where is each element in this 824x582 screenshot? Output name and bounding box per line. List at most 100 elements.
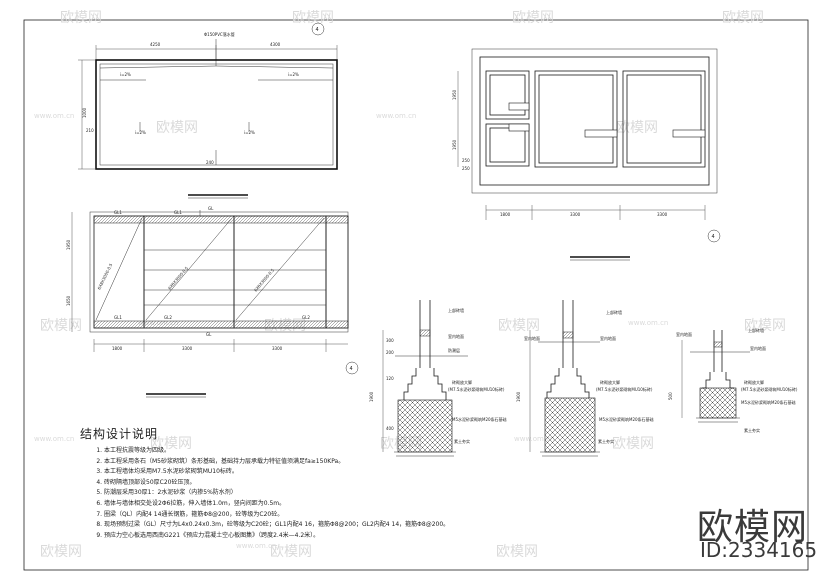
watermark-logo: 欧模网: [722, 10, 764, 26]
elev-beam: GL1: [114, 315, 122, 320]
sec1-upper-wall: 上部砖墙: [448, 307, 464, 313]
sec2-floor-mark: 室内地面: [524, 335, 540, 341]
sec3-base: M5水泥砂浆砌筑M20条石基础: [741, 399, 796, 405]
sec2-base: M5水泥砂浆砌筑M20条石基础: [599, 416, 654, 422]
sec2-footing: 砖砌放大脚: [600, 379, 620, 385]
section-mark: 4: [712, 234, 715, 240]
roof-dim-bottom: 240: [206, 160, 214, 165]
sec3-soil: 素土夯实: [744, 427, 760, 433]
roof-dim-height: 1000: [82, 107, 87, 118]
watermark-logo: 欧模网: [40, 544, 82, 560]
sec-dim: 500: [668, 392, 673, 400]
elev-beam: GL1: [174, 210, 182, 215]
elev-dim-left-bottom: 1650: [66, 295, 71, 306]
roof-dim-left: 4250: [150, 42, 161, 47]
wall-section-1: 上部砖墙 室内地面 防潮层 砖砌放大脚 (M7.5水泥砂浆砌筑MU10标砖) M…: [369, 300, 507, 457]
roof-dim-small: 210: [86, 128, 94, 133]
note-item: 本工程采用条石（M5砂浆砌筑）条形基础，基础持力层承载力特征值须满足fa≥150…: [104, 457, 638, 468]
floor-dim-bottom: 3300: [570, 212, 581, 217]
watermark-site: www.om.cn: [628, 319, 668, 327]
watermark-site: www.om.cn: [376, 112, 416, 120]
wall-section-2: 上部砖墙 室内地面 砖砌放大脚 (M7.5水泥砂浆砌筑MU10标砖) M5水泥砂…: [516, 300, 654, 457]
sec1-base: M5水泥砂浆砌筑M20条石基础: [452, 416, 507, 422]
sec3-floor-mark: 室内地面: [676, 331, 692, 337]
elev-beam: GL2: [302, 315, 310, 320]
watermark-logo: 欧模网: [498, 318, 540, 334]
note-item: 现场预制过梁（GL）尺寸为L4x0.24x0.3m，砼等级为C20砼；GL1内配…: [104, 520, 638, 531]
watermark-logo: 欧模网: [512, 10, 554, 26]
roof-mark: i=2%: [135, 130, 146, 135]
floor-plan: 1950 1950 250 250 1800 3300 3300 4: [452, 48, 721, 261]
elev-beam-axis: GL: [206, 332, 212, 337]
watermark-logo: 欧模网: [616, 120, 658, 136]
sec3-mortar: (M7.5水泥砂浆砌筑MU10标砖): [741, 386, 798, 392]
watermark-logo: 欧模网: [40, 318, 82, 334]
section-mark: 4: [316, 27, 319, 33]
floor-dim-bottom-left: 1950: [452, 139, 457, 150]
sec-dim: 120: [386, 376, 394, 381]
floor-dim-small-b: 250: [462, 166, 470, 171]
brand-logo-text: 欧模网: [697, 507, 809, 548]
sec2-floor: 室内地面: [600, 335, 616, 341]
sec2-upper-wall: 上部砖墙: [606, 309, 622, 315]
watermark-site: www.om.cn: [34, 435, 74, 443]
sec2-soil: 素土夯实: [598, 438, 614, 444]
elev-beam: GL1: [114, 210, 122, 215]
elev-dim-bottom: 1800: [112, 346, 123, 351]
sec3-floor: 室内地面: [750, 345, 766, 351]
note-item: 圈梁（QL）内配4 14通长钢筋，箍筋Φ8@200，砼等级为C20砼。: [104, 510, 638, 521]
elev-dim-left-top: 1950: [66, 239, 71, 250]
elev-dim-bottom: 3300: [182, 346, 193, 351]
roof-slope-left: i=2%: [120, 72, 131, 77]
floor-dim-bottom: 3300: [657, 212, 668, 217]
watermark-site: www.om.cn: [514, 435, 554, 443]
floor-dim-top: 1950: [452, 89, 457, 100]
structural-notes: 结构设计说明 本工程抗震等级为四级。 本工程采用条石（M5砂浆砌筑）条形基础，基…: [78, 425, 638, 541]
section-mark: 4: [350, 366, 353, 372]
sec-dim: 1900: [369, 391, 374, 402]
watermark-site: www.om.cn: [236, 542, 276, 550]
watermark-logo: 欧模网: [156, 120, 198, 136]
sec-dim: 1900: [516, 391, 521, 402]
notes-list: 本工程抗震等级为四级。 本工程采用条石（M5砂浆砌筑）条形基础，基础持力层承载力…: [78, 446, 638, 541]
roof-plan: 4250 4300 Φ150PVC落水管 4 i=2% i=2% i=2% i=…: [78, 22, 338, 199]
sec3-upper-wall: 上部砖墙: [748, 327, 764, 333]
roof-dim-right: 4300: [270, 42, 281, 47]
sec-dim: 400: [386, 426, 394, 431]
sec1-footing: 砖砌放大脚: [452, 379, 472, 385]
sec1-damp: 防潮层: [448, 347, 460, 353]
brand-id-label: ID:2334165: [700, 538, 818, 562]
sec-dim: 200: [386, 350, 394, 355]
note-item: 本工程抗震等级为四级。: [104, 446, 638, 457]
sec-dim: 300: [386, 338, 394, 343]
watermark-logo: 欧模网: [270, 544, 312, 560]
elev-diag-label: 6X8X3000-0.5: [253, 267, 275, 292]
watermark-logo: 欧模网: [496, 544, 538, 560]
note-item: 预应力空心板选用西南G221《预应力混凝土空心板图集》（跨度2.4米—4.2米）…: [104, 531, 638, 542]
note-item: 墙体与墙体相交处设2Φ6拉筋，伸入墙体1.0m，竖向间距为0.5m。: [104, 499, 638, 510]
elev-beam-top: GL: [208, 206, 214, 211]
sec2-mortar: (M7.5水泥砂浆砌筑MU10标砖): [596, 386, 653, 392]
elev-dim-bottom: 3300: [272, 346, 283, 351]
elevation-view: 6X8X3000-0.5 6X8X3000-0.5 6X8X3000-0.5 G…: [66, 206, 359, 398]
wall-section-3: 上部砖墙 室内地面 砖砌放大脚 (M7.5水泥砂浆砌筑MU10标砖) M5水泥砂…: [668, 327, 798, 433]
roof-slope-right: i=2%: [288, 72, 299, 77]
sec3-footing: 砖砌放大脚: [744, 379, 764, 385]
elev-beam: GL2: [164, 315, 172, 320]
floor-dim-bottom: 1800: [500, 212, 511, 217]
sec1-mortar: (M7.5水泥砂浆砌筑MU10标砖): [448, 386, 505, 392]
watermark-logo: 欧模网: [150, 436, 192, 452]
roof-mark: i=2%: [244, 130, 255, 135]
note-item: 本工程墙体均采用M7.5水泥砂浆砌筑MU10标砖。: [104, 467, 638, 478]
watermark-logo: 欧模网: [744, 318, 786, 334]
elev-diag-label: 6X8X3000-0.5: [167, 265, 189, 290]
floor-dim-small-a: 250: [462, 158, 470, 163]
sec1-soil: 素土夯实: [454, 438, 470, 444]
note-item: 防潮层采用30厚1：2水泥砂浆（内掺5%防水剂）: [104, 488, 638, 499]
watermark-logo: 欧模网: [60, 10, 102, 26]
watermark-logo: 欧模网: [612, 436, 654, 452]
sec1-floor: 室内地面: [448, 333, 464, 339]
roof-drain-label: Φ150PVC落水管: [204, 31, 235, 37]
watermark-logo: 欧模网: [292, 10, 334, 26]
